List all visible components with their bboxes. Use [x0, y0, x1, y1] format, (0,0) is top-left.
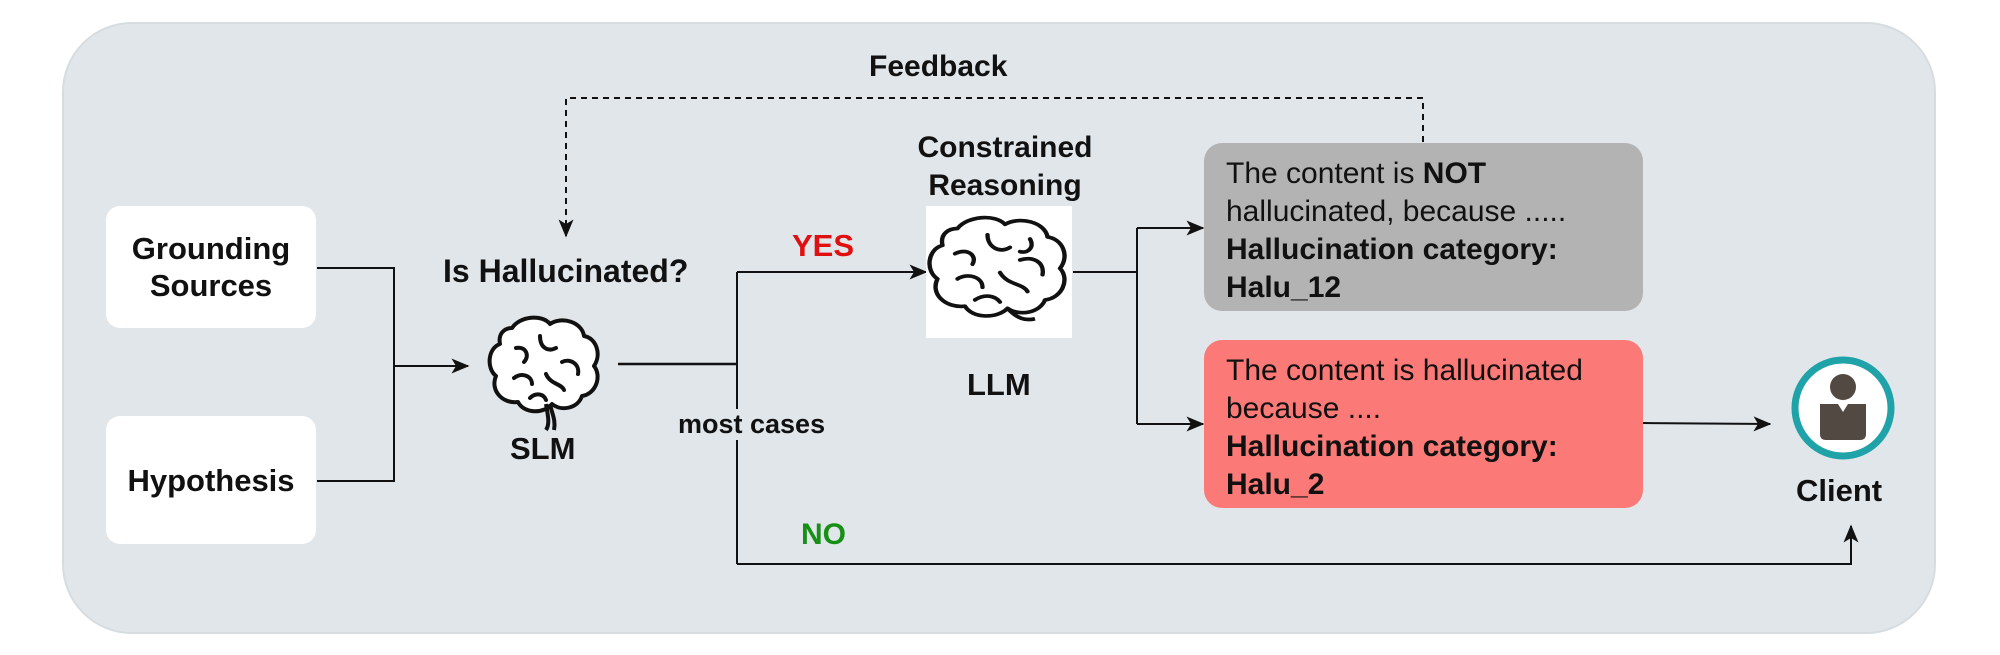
client-person-icon: [1791, 356, 1895, 460]
card-to-client-arrow: [1642, 416, 1772, 432]
no-label: NO: [801, 518, 846, 551]
not-hallucinated-card: The content is NOT hallucinated, because…: [1204, 143, 1643, 311]
constrained-reasoning-title: Constrained Reasoning: [917, 131, 1093, 202]
client-label: Client: [1796, 473, 1883, 508]
slm-label: SLM: [510, 431, 576, 466]
feedback-arrow: [558, 97, 1424, 238]
llm-output-line: [1073, 271, 1138, 424]
hallucinated-card: The content is hallucinated because ....…: [1204, 340, 1643, 508]
grounding-sources-box: Grounding Sources: [106, 206, 316, 328]
hypothesis-box: Hypothesis: [106, 416, 316, 544]
no-arrow: [737, 524, 1859, 565]
not-hallucinated-line1-prefix: The content is: [1226, 157, 1423, 190]
most-cases-label: most cases: [676, 409, 828, 440]
brain-icon: [487, 315, 600, 432]
is-hallucinated-question: Is Hallucinated?: [443, 253, 689, 289]
hypothesis-label: Hypothesis: [127, 462, 295, 498]
hallucinated-category-value: Halu_2: [1226, 468, 1325, 501]
grounding-sources-label: Grounding Sources: [131, 231, 291, 303]
yes-label: YES: [792, 228, 855, 263]
not-hallucinated-line1: The content is NOT: [1226, 155, 1621, 193]
not-hallucinated-line2: hallucinated, because .....: [1226, 195, 1567, 228]
hallucinated-line2: because ....: [1226, 392, 1382, 425]
not-emphasis: NOT: [1422, 157, 1487, 190]
hypothesis-connector: [317, 366, 395, 482]
not-hallucinated-category-value: Halu_12: [1226, 271, 1342, 304]
not-hallucinated-category-label: Hallucination category:: [1226, 233, 1558, 266]
grounding-connector: [317, 267, 395, 366]
brain-icon: [927, 215, 1067, 322]
feedback-label: Feedback: [869, 50, 1008, 83]
hallucinated-category-label: Hallucination category:: [1226, 430, 1558, 463]
llm-label: LLM: [967, 367, 1031, 402]
hallucinated-line1: The content is hallucinated: [1226, 354, 1583, 387]
